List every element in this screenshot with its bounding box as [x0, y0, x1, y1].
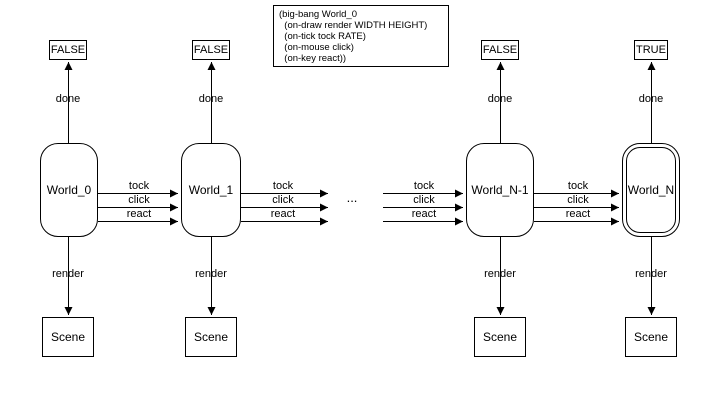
render-label-3: render [635, 268, 667, 280]
world-label: World_1 [188, 183, 234, 197]
render-label-2: render [484, 268, 516, 280]
click-label-3: click [567, 194, 589, 206]
code-line: (on-mouse click) [279, 42, 354, 53]
ellipsis-label: ... [346, 190, 358, 205]
render-label-0: render [52, 268, 84, 280]
react-label-3: react [565, 208, 591, 220]
code-line: (big-bang World_0 [279, 9, 357, 20]
react-label-0: react [126, 208, 152, 220]
scene-box-1: Scene [185, 317, 237, 357]
flag-box-false-2: FALSE [481, 40, 519, 60]
world-node-0: World_0 [40, 143, 98, 237]
done-label-0: done [55, 93, 81, 105]
flag-box-true: TRUE [634, 40, 668, 60]
code-line: (on-tick tock RATE) [279, 31, 366, 42]
code-line: (on-key react)) [279, 53, 347, 64]
big-bang-code-box: (big-bang World_0 (on-draw render WIDTH … [273, 5, 449, 67]
done-label-1: done [198, 93, 224, 105]
click-label-1: click [272, 194, 294, 206]
render-label-1: render [195, 268, 227, 280]
click-label-0: click [128, 194, 150, 206]
done-label-2: done [487, 93, 513, 105]
code-line: (on-draw render WIDTH HEIGHT) [279, 20, 428, 31]
world-node-1: World_1 [181, 143, 241, 237]
tock-label-3: tock [567, 180, 589, 192]
tock-label-0: tock [128, 180, 150, 192]
world-label: World_0 [46, 183, 92, 197]
react-label-2: react [411, 208, 437, 220]
click-label-2: click [413, 194, 435, 206]
flag-box-false-1: FALSE [192, 40, 230, 60]
tock-label-2: tock [413, 180, 435, 192]
world-n-inner-border: World_N [626, 147, 676, 233]
tock-label-1: tock [272, 180, 294, 192]
done-label-3: done [638, 93, 664, 105]
world-node-n-minus-1: World_N-1 [466, 143, 534, 237]
world-node-n-final: World_N [622, 143, 680, 237]
flag-box-false-0: FALSE [49, 40, 87, 60]
scene-box-0: Scene [42, 317, 94, 357]
world-label: World_N [627, 183, 675, 197]
world-label: World_N-1 [471, 183, 529, 197]
scene-box-3: Scene [625, 317, 677, 357]
scene-box-2: Scene [474, 317, 526, 357]
react-label-1: react [270, 208, 296, 220]
